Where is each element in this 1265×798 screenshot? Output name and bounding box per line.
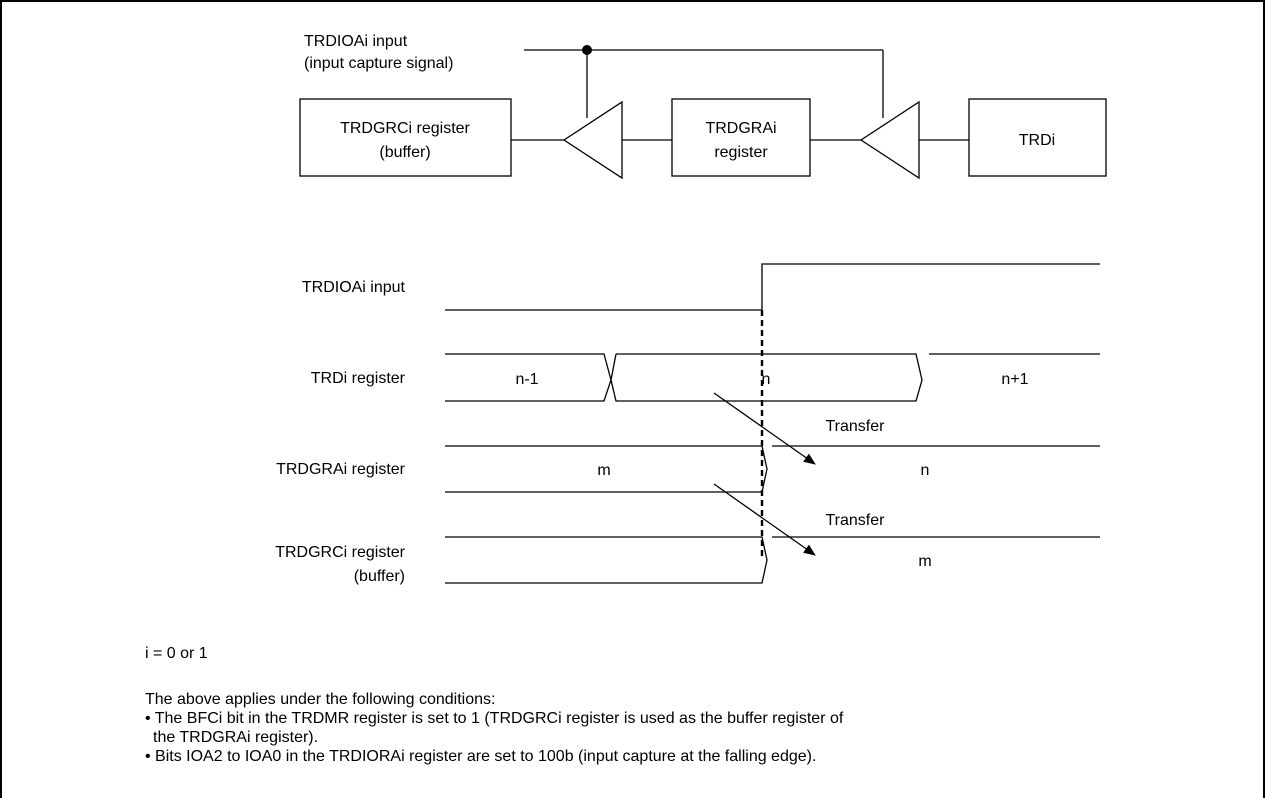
trdgra-bus-segment-1 xyxy=(445,445,768,493)
trdgrc-value: m xyxy=(918,553,931,570)
trdgrc-bus-segment-1 xyxy=(445,536,768,584)
buffer-triangle-right xyxy=(859,100,920,180)
trdgrc-box-sub: (buffer) xyxy=(379,144,430,161)
transfer-arrow-1 xyxy=(713,392,816,465)
condition-2: • Bits IOA2 to IOA0 in the TRDIORAi regi… xyxy=(145,748,817,765)
input-label-sub: (input capture signal) xyxy=(304,55,453,72)
transfer-label: Transfer xyxy=(826,512,886,529)
trdgrc-box-label: TRDGRCi register xyxy=(340,120,470,137)
signal-label-trdgrc-sub: (buffer) xyxy=(354,568,405,585)
transfer-label: Transfer xyxy=(826,418,886,435)
trd-box xyxy=(968,98,1107,177)
index-note: i = 0 or 1 xyxy=(145,645,208,662)
condition-1-continued: the TRDGRAi register). xyxy=(153,729,319,746)
signal-label-input: TRDIOAi input xyxy=(302,279,406,296)
signal-label-trdgrc: TRDGRCi register xyxy=(275,544,405,561)
input-waveform xyxy=(445,263,1100,311)
trd-bus-segment-2 xyxy=(610,353,923,402)
trd-value: n-1 xyxy=(515,371,538,388)
signal-label-trdgra: TRDGRAi register xyxy=(276,461,406,478)
block-diagram xyxy=(299,45,1107,180)
buffer-triangle-left xyxy=(562,100,623,180)
condition-1: • The BFCi bit in the TRDMR register is … xyxy=(145,710,844,727)
trdgra-value: m xyxy=(597,462,610,479)
trdgra-value: n xyxy=(921,462,930,479)
trd-box-label: TRDi xyxy=(1019,132,1055,149)
timing-waveforms xyxy=(445,263,1100,584)
trdgra-box-sub: register xyxy=(714,144,768,161)
conditions-intro: The above applies under the following co… xyxy=(145,691,496,708)
trd-value: n+1 xyxy=(1001,371,1028,388)
trd-value: n xyxy=(762,371,771,388)
input-label: TRDIOAi input xyxy=(304,33,408,50)
timing-signal-labels: TRDIOAi input TRDi register TRDGRAi regi… xyxy=(275,279,405,585)
figure-notes: i = 0 or 1 The above applies under the f… xyxy=(145,644,1245,766)
trdgra-register-box xyxy=(671,98,811,177)
trdgrc-register-box xyxy=(299,98,512,177)
transfer-arrow-2 xyxy=(713,483,816,556)
trdgra-box-label: TRDGRAi xyxy=(705,120,776,137)
timing-values: n-1 n n+1 m n m Transfer Transfer xyxy=(515,371,1028,570)
block-diagram-labels: TRDIOAi input (input capture signal) TRD… xyxy=(304,33,1055,161)
signal-label-trd: TRDi register xyxy=(311,370,406,387)
